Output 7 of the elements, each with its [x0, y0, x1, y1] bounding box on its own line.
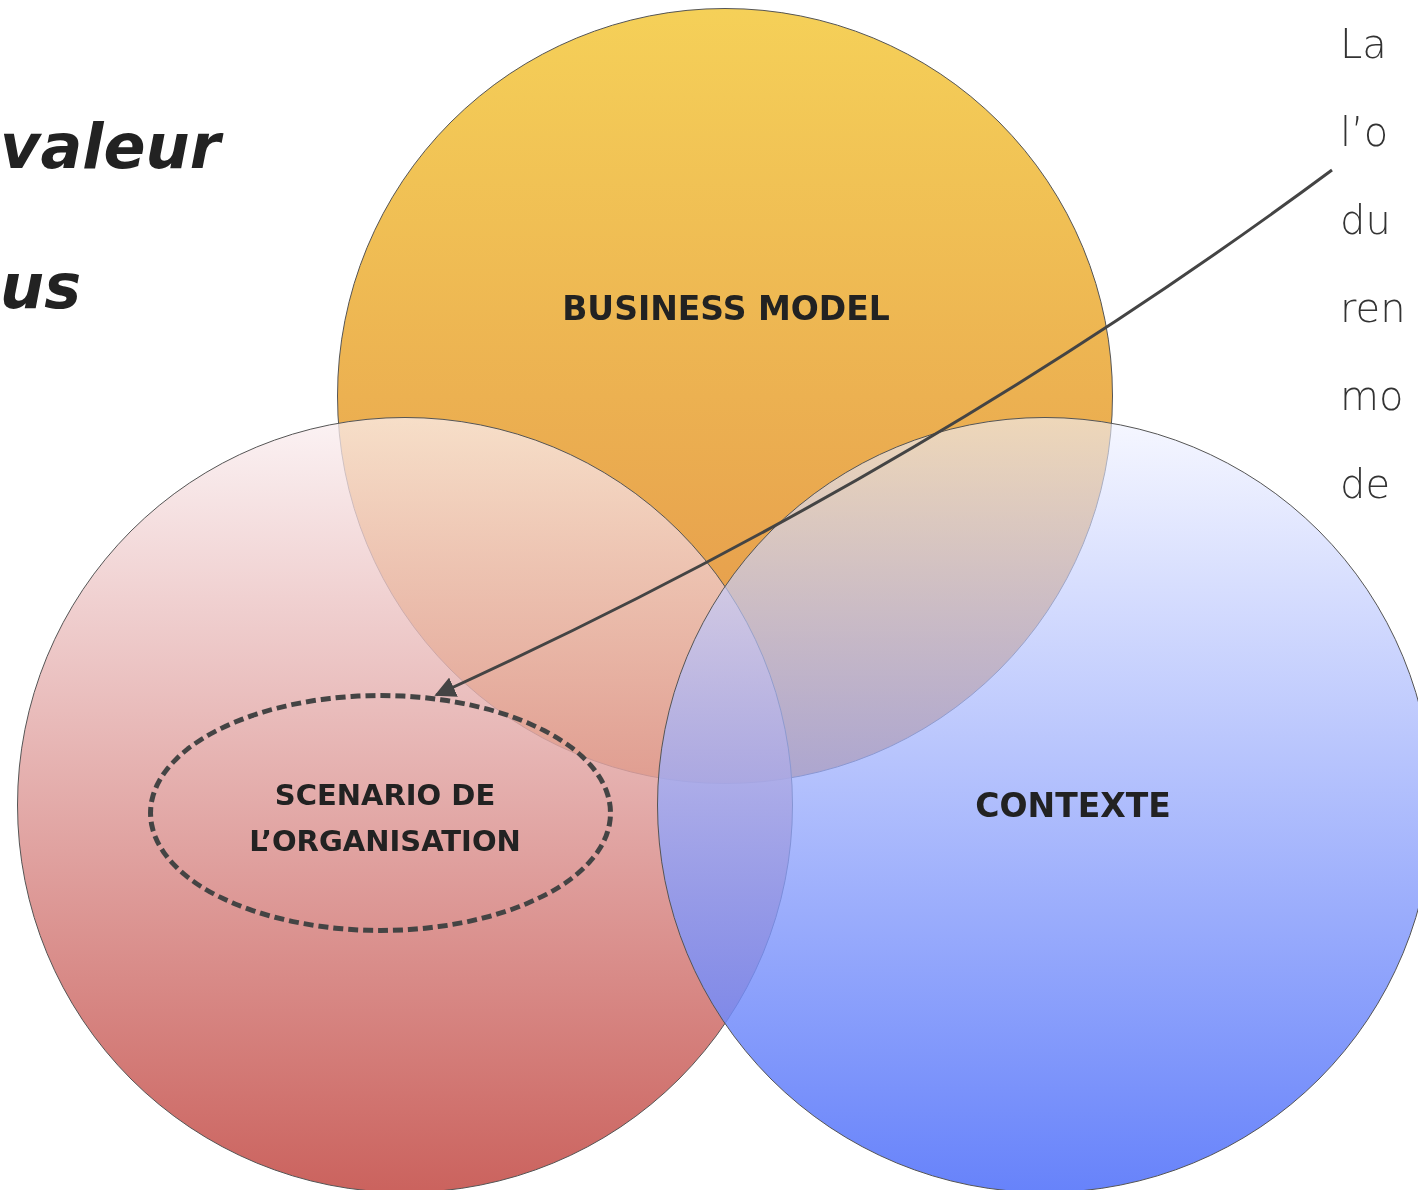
node-label: BUSINESS MODEL [562, 288, 890, 330]
paragraph-text: La l’o du ren mo de [1340, 0, 1416, 530]
node-label: CONTEXTE [975, 785, 1171, 827]
node-label: SCENARIO DE L’ORGANISATION [248, 777, 522, 860]
leader-arrow [434, 168, 1333, 697]
handwritten-text: us [0, 250, 82, 323]
dashed-ellipse [148, 693, 613, 933]
